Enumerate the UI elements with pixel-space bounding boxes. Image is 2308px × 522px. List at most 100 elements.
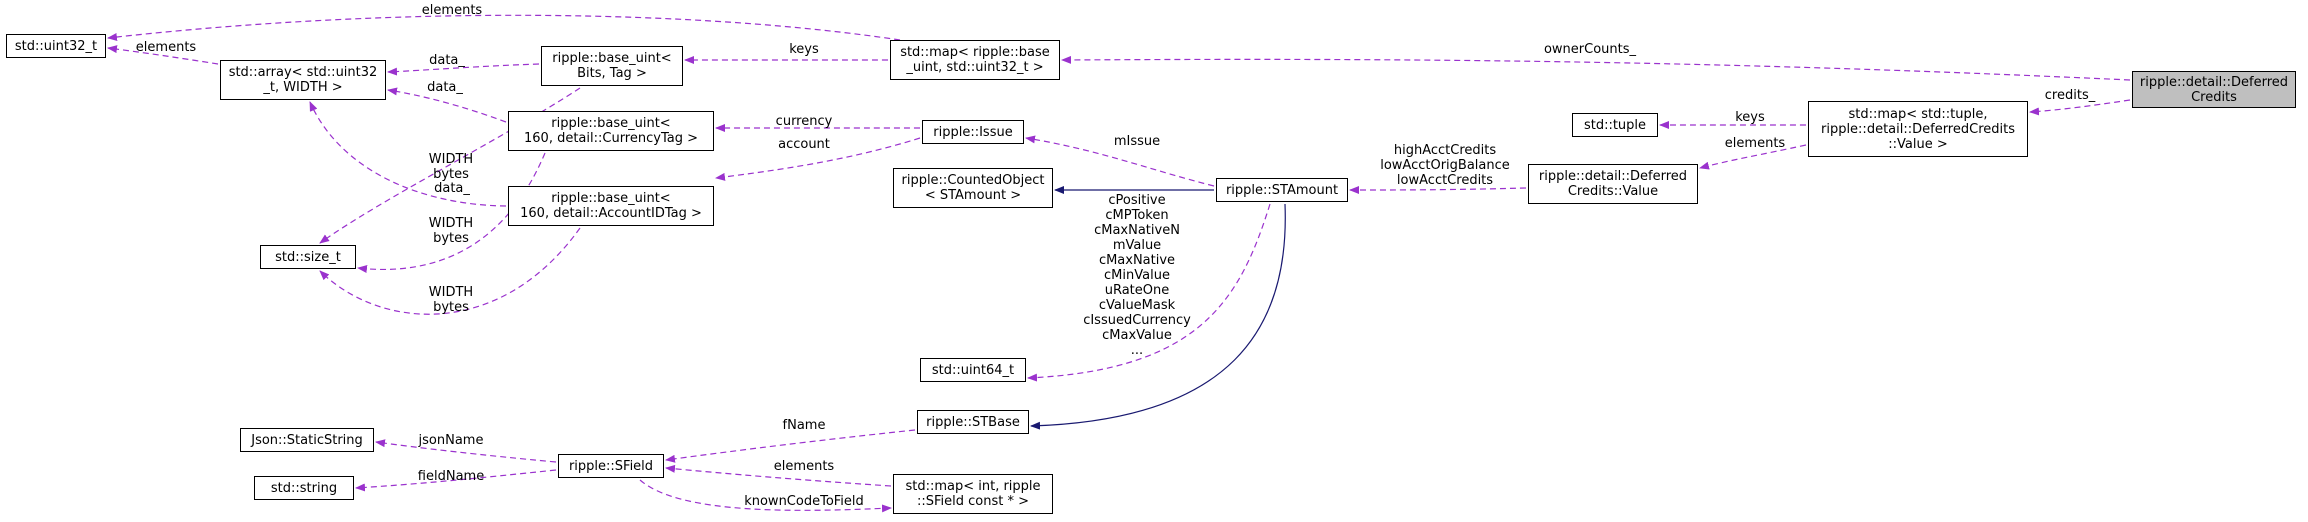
edge-label-field-name: fieldName [418,469,484,484]
edge-field-name [355,469,557,492]
node-base-uint-currency[interactable]: ripple::base_uint<160, detail::CurrencyT… [508,111,714,151]
edge-label-line: jsonName [418,433,484,448]
node-label-line: ripple::Issue [933,124,1013,140]
node-uint64[interactable]: std::uint64_t [920,358,1026,382]
edge-label-fname: fName [783,418,826,433]
edge-label-line: elements [421,3,483,18]
edge-label-line: mValue [1112,238,1162,253]
edge-label-line: knownCodeToField [744,494,864,509]
node-map-tuple[interactable]: std::map< std::tuple,ripple::detail::Def… [1808,101,2028,157]
edge-label-elements-array: elements [136,40,196,55]
node-base-uint-account[interactable]: ripple::base_uint<160, detail::AccountID… [508,186,714,226]
edge-acct-credits [1349,185,1527,194]
node-tuple[interactable]: std::tuple [1572,113,1658,137]
node-size-t[interactable]: std::size_t [260,245,356,269]
node-label-line: std::map< std::tuple, [1848,106,1988,122]
edge-label-line: elements [1724,136,1786,151]
edge-elements-array [107,45,219,65]
edge-label-line: credits_ [2044,88,2096,103]
node-std-array[interactable]: std::array< std::uint32_t, WIDTH > [220,60,386,100]
edge-json-name [375,439,557,463]
edge-missue [1025,135,1215,187]
node-label-line: std::string [270,480,338,496]
edge-label-elements-sfield: elements [774,459,834,474]
edge-elements-value [1699,144,1807,170]
edge-elements-sfield [665,464,892,487]
node-label-line: _t, WIDTH > [263,80,343,95]
edge-label-keys-tuple: keys [1735,110,1765,125]
edge-label-line: highAcctCredits [1393,143,1497,158]
edge-constants [1027,203,1271,382]
edge-label-line: data_ [434,181,470,196]
edge-owner-counts [1061,55,2131,81]
node-std-string[interactable]: std::string [254,476,354,500]
node-label-line: 160, detail::CurrencyTag > [524,131,698,146]
edge-label-line: account [778,137,830,152]
node-counted-object[interactable]: ripple::CountedObject< STAmount > [893,168,1053,208]
edge-label-data-currency: data_ [427,80,463,95]
edge-label-line: WIDTH [428,285,474,300]
edge-inherit-stbase [1030,203,1286,430]
edge-elements-top [107,14,901,41]
edge-label-line: bytes [433,167,469,182]
node-label-line: std::tuple [1583,117,1647,133]
node-map-base-uint[interactable]: std::map< ripple::base_uint, std::uint32… [890,40,1060,80]
edge-label-line: WIDTH [428,216,474,231]
node-label-line: ripple::base_uint< [552,51,672,66]
node-stamount[interactable]: ripple::STAmount [1216,178,1348,202]
node-label-line: std::uint64_t [931,362,1015,378]
edge-fname [665,429,916,463]
edge-account [715,137,921,181]
edge-label-line: WIDTH [428,152,474,167]
edge-label-missue: mIssue [1114,134,1160,149]
edge-label-elements-top: elements [422,3,482,18]
node-base-uint-bits[interactable]: ripple::base_uint<Bits, Tag > [541,46,683,86]
edge-label-account: account [778,137,830,152]
node-label-line: ripple::STBase [926,414,1020,430]
node-label-line: Bits, Tag > [577,66,647,81]
edge-label-line: cPositive [1108,193,1166,208]
node-json-static-string[interactable]: Json::StaticString [240,428,374,452]
node-issue[interactable]: ripple::Issue [922,120,1024,144]
edge-label-line: keys [1735,110,1765,125]
edge-width-bytes-bits [319,87,581,244]
node-stbase[interactable]: ripple::STBase [917,410,1029,434]
node-label-line: ripple::SField [568,458,654,474]
edge-label-line: bytes [433,231,469,246]
node-uint32[interactable]: std::uint32_t [6,34,106,58]
edge-label-credits: credits_ [2045,88,2095,103]
edge-label-currency: currency [776,114,833,129]
edge-label-data-bits: data_ [429,53,465,68]
edge-label-owner-counts: ownerCounts_ [1544,42,1636,57]
node-label-line: 160, detail::AccountIDTag > [520,206,702,221]
node-label-line: ::SField const * > [916,494,1030,509]
node-label-line: std::map< ripple::base [900,45,1050,60]
node-label-line: Json::StaticString [251,432,363,448]
edge-label-line: fieldName [417,469,485,484]
node-map-int-sfield[interactable]: std::map< int, ripple::SField const * > [893,474,1053,514]
edge-label-line: elements [135,40,197,55]
edge-data-bits [387,63,540,76]
node-label-line: ::Value > [1888,136,1948,152]
node-label-line: std::map< int, ripple [905,479,1041,494]
edge-label-line: cIssuedCurrency [1083,313,1191,328]
edge-label-elements-value: elements [1725,136,1785,151]
edge-credits [2029,99,2131,116]
node-sfield[interactable]: ripple::SField [558,454,664,478]
node-label-line: ripple::detail::Deferred [1538,169,1688,184]
edge-label-keys-base: keys [789,42,819,57]
edge-label-line: cMinValue [1104,268,1170,283]
node-label-line: ripple::base_uint< [551,116,671,131]
edge-label-line: cMaxValue [1102,328,1172,343]
node-label-line: ripple::detail::Deferred [2139,74,2289,90]
edge-label-line: cMaxNative [1098,253,1176,268]
edge-width-bytes-account [319,227,581,315]
